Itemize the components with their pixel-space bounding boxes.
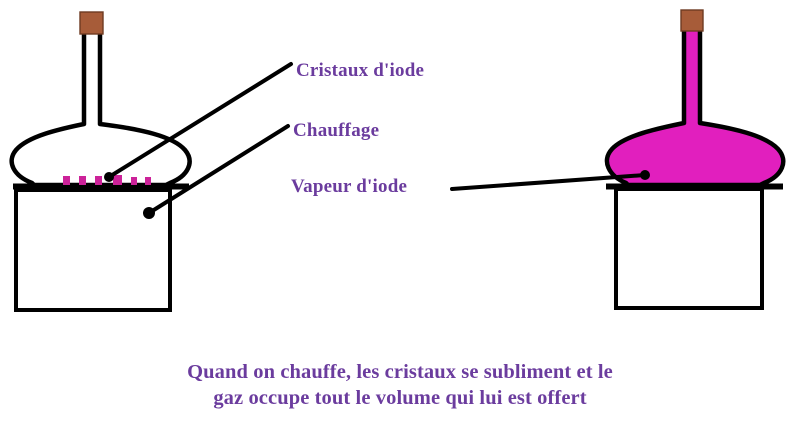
label-cristaux-diode: Cristaux d'iode [296,60,424,81]
label-chauffage: Chauffage [293,120,379,141]
label-vapeur-diode: Vapeur d'iode [291,176,407,197]
iodine-crystals-group [63,175,151,185]
cork-stopper-icon-right [680,9,704,32]
round-bottom-flask-icon-right [604,26,786,188]
iodine-crystal-icon [95,176,102,185]
leader-endpoint-dot-icon-chauffage [143,207,155,219]
iodine-crystal-icon [79,176,86,185]
leader-lines [104,62,650,219]
apparatus-right [604,9,786,310]
caption-line-2: gaz occupe tout le volume qui lui est of… [213,387,586,409]
caption-block: Quand on chauffe, les cristaux se sublim… [187,361,613,409]
iodine-crystal-icon [131,177,137,185]
leader-line-vapeur [450,173,647,191]
leader-endpoint-dot-icon-vapeur [640,170,650,180]
heating-plate-icon-right [614,187,764,310]
cork-stopper-icon-left [79,11,104,35]
iodine-crystal-icon [63,176,70,185]
leader-line-cristaux [107,62,293,179]
round-bottom-flask-icon-left [9,28,192,188]
apparatus-left [9,11,192,312]
leader-line-chauffage [147,124,290,215]
leader-endpoint-dot-icon-cristaux [104,172,114,182]
iodine-crystal-icon [145,177,151,185]
callout-labels: Cristaux d'iode Chauffage Vapeur d'iode [291,60,424,197]
iodine-crystal-icon [113,175,122,185]
caption-line-1: Quand on chauffe, les cristaux se sublim… [187,361,613,383]
